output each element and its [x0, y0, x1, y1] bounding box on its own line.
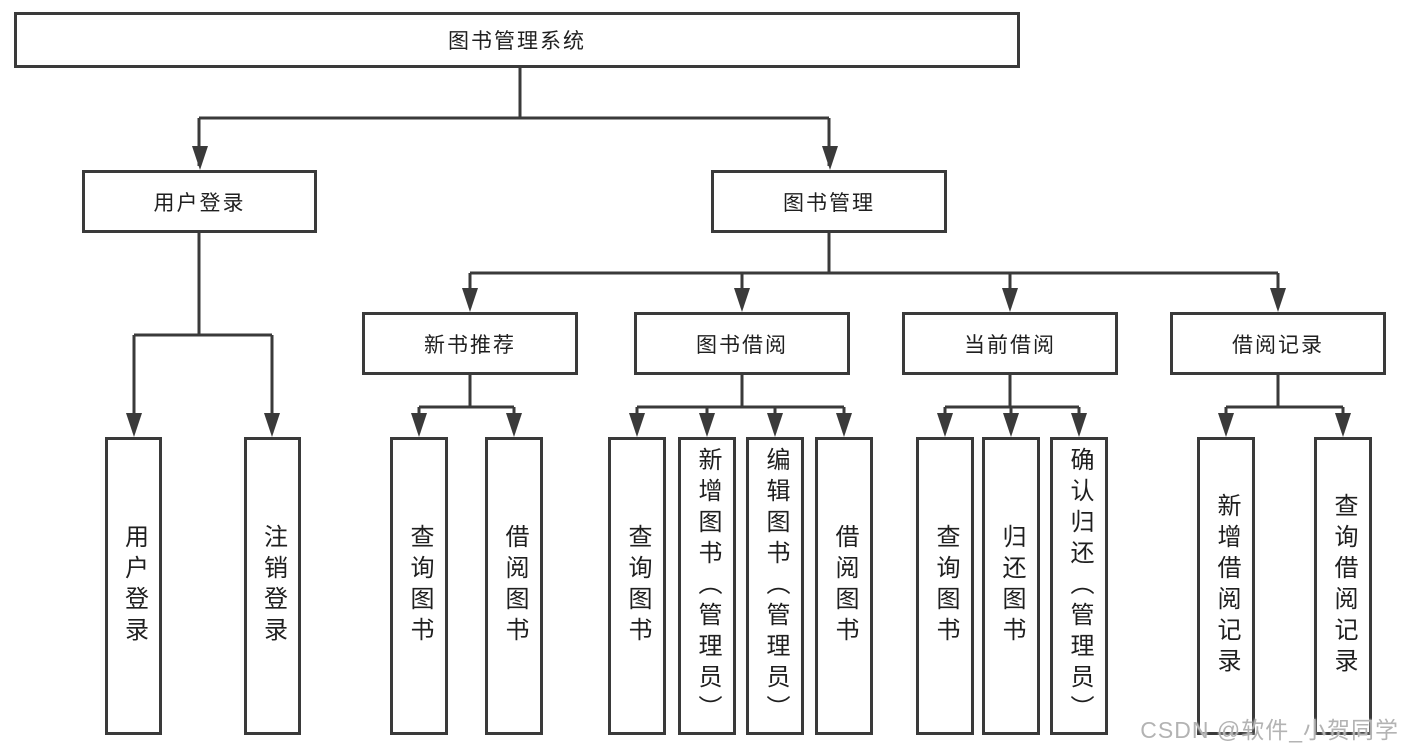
leaf-borrow-books: 借阅图书: [815, 437, 873, 735]
node-label: 当前借阅: [964, 333, 1056, 357]
node-label: 确认归还（管理员）: [1066, 446, 1093, 726]
node-label: 新书推荐: [424, 333, 516, 357]
leaf-logout: 注销登录: [244, 437, 301, 735]
leaf-query-borrow-record: 查询借阅记录: [1314, 437, 1372, 735]
node-label: 借阅图书: [831, 524, 858, 648]
node-label: 图书借阅: [696, 333, 788, 357]
node-current-borrow: 当前借阅: [902, 312, 1118, 375]
leaf-query-books-recommend: 查询图书: [390, 437, 448, 735]
node-label: 查询图书: [624, 524, 651, 648]
node-label: 查询借阅记录: [1330, 493, 1357, 679]
node-label: 归还图书: [998, 524, 1025, 648]
node-library-management-system: 图书管理系统: [14, 12, 1020, 68]
node-user-login: 用户登录: [82, 170, 317, 233]
leaf-user-login: 用户登录: [105, 437, 162, 735]
leaf-query-books-borrow: 查询图书: [608, 437, 666, 735]
node-label: 查询图书: [406, 524, 433, 648]
node-label: 新增图书（管理员）: [694, 446, 721, 726]
leaf-return-books: 归还图书: [982, 437, 1040, 735]
leaf-add-borrow-record: 新增借阅记录: [1197, 437, 1255, 735]
node-book-management: 图书管理: [711, 170, 947, 233]
node-label: 图书管理系统: [448, 30, 586, 53]
node-book-borrow: 图书借阅: [634, 312, 850, 375]
node-label: 用户登录: [120, 524, 148, 648]
csdn-watermark: CSDN @软件_小贺同学: [1140, 717, 1399, 743]
leaf-query-books-current: 查询图书: [916, 437, 974, 735]
node-label: 新增借阅记录: [1213, 493, 1240, 679]
leaf-add-books-admin: 新增图书（管理员）: [678, 437, 736, 735]
node-borrow-records: 借阅记录: [1170, 312, 1386, 375]
node-label: 借阅图书: [501, 524, 528, 648]
node-label: 用户登录: [153, 191, 246, 215]
node-label: 编辑图书（管理员）: [762, 446, 789, 726]
node-label: 注销登录: [259, 524, 287, 648]
leaf-edit-books-admin: 编辑图书（管理员）: [746, 437, 804, 735]
node-label: 图书管理: [783, 191, 875, 215]
leaf-borrow-books-recommend: 借阅图书: [485, 437, 543, 735]
leaf-confirm-return-admin: 确认归还（管理员）: [1050, 437, 1108, 735]
node-new-book-recommend: 新书推荐: [362, 312, 578, 375]
node-label: 借阅记录: [1232, 333, 1324, 357]
node-label: 查询图书: [932, 524, 959, 648]
